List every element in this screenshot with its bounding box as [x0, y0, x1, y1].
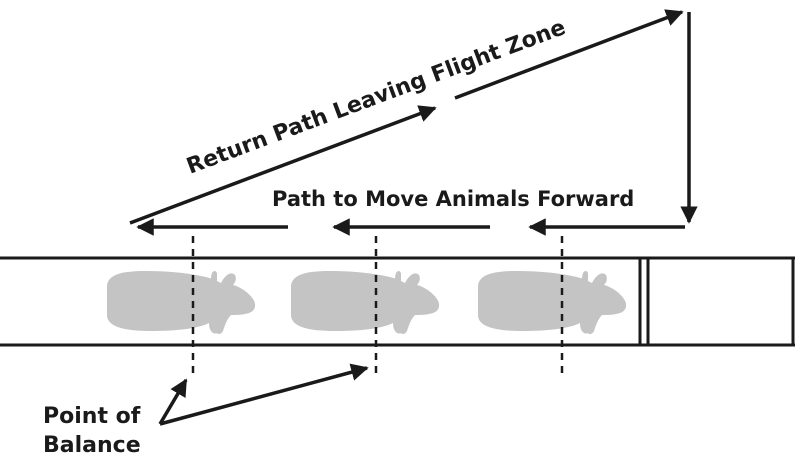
return-arrow-up-2	[454, 9, 684, 100]
return-path-label: Return Path Leaving Flight Zone	[183, 15, 569, 179]
return-arrow-up-1	[129, 105, 437, 225]
animals	[107, 271, 627, 334]
balance-pointer-1	[158, 378, 188, 425]
balance-pointer-2	[159, 363, 369, 426]
point-of-balance-label-line1: Point of	[43, 404, 141, 429]
animal-3	[478, 271, 627, 334]
forward-path-label: Path to Move Animals Forward	[272, 187, 634, 211]
balance-pointers	[158, 363, 369, 426]
return-path	[129, 9, 698, 225]
chute	[0, 256, 795, 347]
point-of-balance-label-line2: Balance	[43, 433, 141, 458]
animal-2	[291, 271, 440, 334]
animal-1	[107, 271, 256, 334]
balance-lines	[191, 236, 564, 374]
